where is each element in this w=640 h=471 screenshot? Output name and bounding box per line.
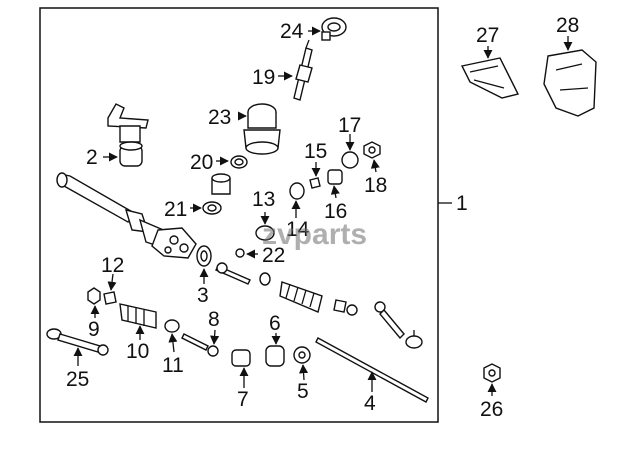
callout-labels: 1 2 3 4 5 6 7 8 9 10 11 12 13 14 15 16 1… <box>66 14 579 421</box>
part-7-bushing[interactable] <box>231 349 251 367</box>
part-23-valve-housing[interactable] <box>243 103 281 155</box>
callout-18: 18 <box>364 174 387 197</box>
part-9-nut[interactable] <box>87 287 101 305</box>
part-5-ring[interactable] <box>293 346 311 364</box>
part-outer-tie-rod-right[interactable] <box>374 301 423 349</box>
callout-19: 19 <box>252 66 275 89</box>
part-16-bushing[interactable] <box>327 169 343 185</box>
callout-16: 16 <box>324 200 347 223</box>
callout-7: 7 <box>237 388 249 411</box>
part-24-clamp[interactable] <box>321 17 347 41</box>
part-27-heat-shield[interactable] <box>460 57 520 99</box>
callout-8: 8 <box>208 308 220 331</box>
callout-17: 17 <box>338 114 361 137</box>
callout-3: 3 <box>197 284 209 307</box>
part-11-clamp[interactable] <box>164 319 180 333</box>
part-22-nut[interactable] <box>235 248 245 258</box>
part-25-outer-tie-rod[interactable] <box>46 328 109 356</box>
callout-2: 2 <box>86 146 98 169</box>
part-20-seal[interactable] <box>230 155 248 169</box>
callout-26: 26 <box>480 398 503 421</box>
part-10-boot-left[interactable] <box>119 303 157 329</box>
part-15-valve[interactable] <box>309 177 321 189</box>
callout-28: 28 <box>556 14 579 37</box>
callout-1: 1 <box>456 192 468 215</box>
callout-11: 11 <box>162 354 184 377</box>
callout-5: 5 <box>297 380 309 403</box>
part-26-nut[interactable] <box>483 363 501 383</box>
callout-13: 13 <box>252 188 275 211</box>
callout-10: 10 <box>126 340 149 363</box>
part-12-clip[interactable] <box>103 291 117 305</box>
callout-4: 4 <box>364 392 376 415</box>
part-21-bushing[interactable] <box>202 173 231 215</box>
leader-lines <box>73 26 573 396</box>
callout-15: 15 <box>304 140 327 163</box>
part-17-cap[interactable] <box>341 151 359 169</box>
callout-24: 24 <box>280 20 304 43</box>
callout-25: 25 <box>66 368 89 391</box>
part-8-inner-tie-rod-upper[interactable] <box>215 262 271 286</box>
part-19-input-shaft[interactable] <box>293 39 313 101</box>
assembly-frame <box>39 7 439 423</box>
callout-9: 9 <box>88 318 100 341</box>
part-28-cover[interactable] <box>543 49 597 117</box>
callout-21: 21 <box>164 198 187 221</box>
part-1-rack-housing[interactable] <box>56 172 197 259</box>
part-2-mount-bracket[interactable] <box>107 103 149 167</box>
callout-23: 23 <box>208 106 231 129</box>
part-13-seal[interactable] <box>255 225 275 241</box>
part-3-ring[interactable] <box>196 245 212 267</box>
watermark-text: zvparts <box>262 218 367 251</box>
part-4-rack[interactable] <box>315 337 429 403</box>
part-18-nut[interactable] <box>363 141 381 159</box>
callout-12: 12 <box>101 254 124 277</box>
callout-22: 22 <box>262 244 285 267</box>
callout-27: 27 <box>476 24 499 47</box>
part-6-bushing[interactable] <box>265 345 285 367</box>
part-boot-right[interactable] <box>279 281 358 316</box>
callout-20: 20 <box>190 151 213 174</box>
callout-14: 14 <box>286 218 310 241</box>
callout-6: 6 <box>269 312 281 335</box>
part-14-washer[interactable] <box>289 182 305 200</box>
part-8-inner-tie-rod-lower[interactable] <box>181 333 219 357</box>
